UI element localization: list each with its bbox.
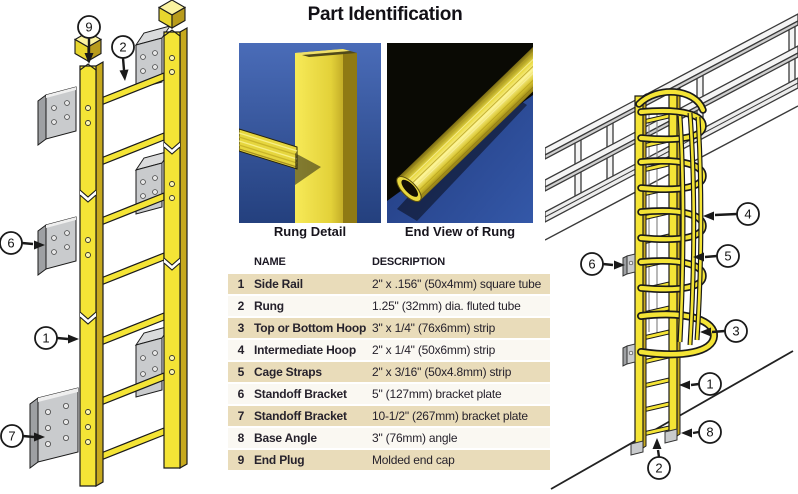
- svg-text:3: 3: [732, 324, 739, 339]
- part-name: Side Rail: [254, 277, 303, 291]
- svg-text:6: 6: [588, 257, 595, 272]
- base-angle-icon: [630, 428, 678, 456]
- page-title: Part Identification: [307, 4, 463, 25]
- callout-2: 2: [647, 438, 671, 480]
- svg-text:7: 7: [8, 429, 15, 444]
- callout-7: 7: [0, 424, 45, 448]
- part-name: Standoff Bracket: [254, 387, 347, 401]
- table-row: 2 Rung 1.25" (32mm) dia. fluted tube: [228, 296, 550, 318]
- table-row: 8 Base Angle 3" (76mm) angle: [228, 428, 550, 450]
- svg-text:5: 5: [724, 249, 731, 264]
- table-row: 1 Side Rail 2" x .156" (50x4mm) square t…: [228, 274, 550, 296]
- standoff-bracket-icon: [622, 253, 636, 367]
- rung-icon: [95, 72, 165, 463]
- callout-5: 5: [693, 244, 740, 268]
- svg-text:8: 8: [706, 425, 713, 440]
- part-number: 3: [237, 321, 245, 335]
- callout-9: 9: [77, 15, 101, 64]
- rivet-icon: [85, 55, 175, 445]
- svg-text:4: 4: [744, 207, 751, 222]
- rail-break-mark: [79, 141, 181, 325]
- table-row: 6 Standoff Bracket 5" (127mm) bracket pl…: [228, 384, 550, 406]
- caption-rung-detail: Rung Detail: [273, 224, 347, 239]
- table-row: 4 Intermediate Hoop 2" x 1/4" (50x6mm) s…: [228, 340, 550, 362]
- svg-text:9: 9: [85, 20, 92, 35]
- svg-text:1: 1: [706, 377, 713, 392]
- part-name: Top or Bottom Hoop: [254, 321, 367, 335]
- part-description: 2" x 3/16" (50x4.8mm) strip: [372, 365, 512, 379]
- part-number: 6: [237, 387, 245, 401]
- part-name: Base Angle: [254, 431, 317, 445]
- callout-2: 2: [111, 35, 135, 81]
- svg-text:2: 2: [119, 40, 126, 55]
- part-number: 5: [237, 365, 245, 379]
- table-row: 5 Cage Straps 2" x 3/16" (50x4.8mm) stri…: [228, 362, 550, 384]
- part-description: 1.25" (32mm) dia. fluted tube: [372, 299, 521, 313]
- part-name: Rung: [254, 299, 284, 313]
- table-row: 7 Standoff Bracket 10-1/2" (267mm) brack…: [228, 406, 550, 428]
- callout-6: 6: [580, 252, 625, 276]
- standoff-bracket-large-icon: [29, 387, 79, 469]
- part-number: 9: [237, 453, 245, 467]
- part-number: 1: [237, 277, 245, 291]
- column-header-description: DESCRIPTION: [372, 256, 445, 268]
- callout-1: 1: [679, 372, 722, 396]
- table-row: 3 Top or Bottom Hoop 3" x 1/4" (76x6mm) …: [228, 318, 550, 340]
- callout-1: 1: [34, 326, 79, 350]
- callout-8: 8: [681, 420, 722, 444]
- column-header-name: NAME: [254, 256, 286, 268]
- caption-end-view: End View of Rung: [404, 224, 516, 239]
- part-description: Molded end cap: [372, 453, 455, 467]
- side-rail-icon: [163, 26, 188, 470]
- photo-end-view: [387, 43, 533, 223]
- part-name: End Plug: [254, 453, 305, 467]
- callout-4: 4: [703, 202, 760, 226]
- part-description: 2" x 1/4" (50x6mm) strip: [372, 343, 496, 357]
- callout-3: 3: [700, 319, 748, 343]
- part-number: 4: [237, 343, 245, 357]
- part-name: Cage Straps: [254, 365, 322, 379]
- svg-text:1: 1: [42, 331, 49, 346]
- photo-rung-detail: [239, 43, 381, 223]
- fluted-tube-end: [396, 43, 533, 202]
- ladder-diagram-left: 9 2 6 1 7: [0, 0, 188, 488]
- standoff-bracket-icon: [37, 216, 77, 276]
- table-row: 9 End Plug Molded end cap: [228, 450, 550, 472]
- part-number: 2: [237, 299, 245, 313]
- part-description: 2" x .156" (50x4mm) square tube: [372, 277, 542, 291]
- part-number: 8: [237, 431, 245, 445]
- end-plug-icon: [157, 0, 187, 29]
- standoff-bracket-icon: [37, 86, 77, 146]
- part-name: Intermediate Hoop: [254, 343, 356, 357]
- part-description: 3" (76mm) angle: [372, 431, 458, 445]
- rung-shadow: [295, 153, 321, 185]
- part-name: Standoff Bracket: [254, 409, 347, 423]
- part-number: 7: [237, 409, 245, 423]
- table-header-row: NAME DESCRIPTION: [228, 252, 550, 274]
- svg-text:6: 6: [7, 236, 14, 251]
- square-tube: [295, 49, 357, 223]
- cage-straps: [677, 112, 704, 346]
- svg-text:2: 2: [655, 461, 662, 476]
- callout-6: 6: [0, 231, 45, 255]
- caged-ladder-diagram: 4 5 6 3 1 8: [545, 13, 798, 490]
- part-description: 5" (127mm) bracket plate: [372, 387, 502, 401]
- parts-table: NAME DESCRIPTION 1 Side Rail 2" x .156" …: [228, 252, 550, 472]
- side-rail-icon: [79, 60, 104, 488]
- part-description: 3" x 1/4" (76x6mm) strip: [372, 321, 496, 335]
- part-description: 10-1/2" (267mm) bracket plate: [372, 409, 528, 423]
